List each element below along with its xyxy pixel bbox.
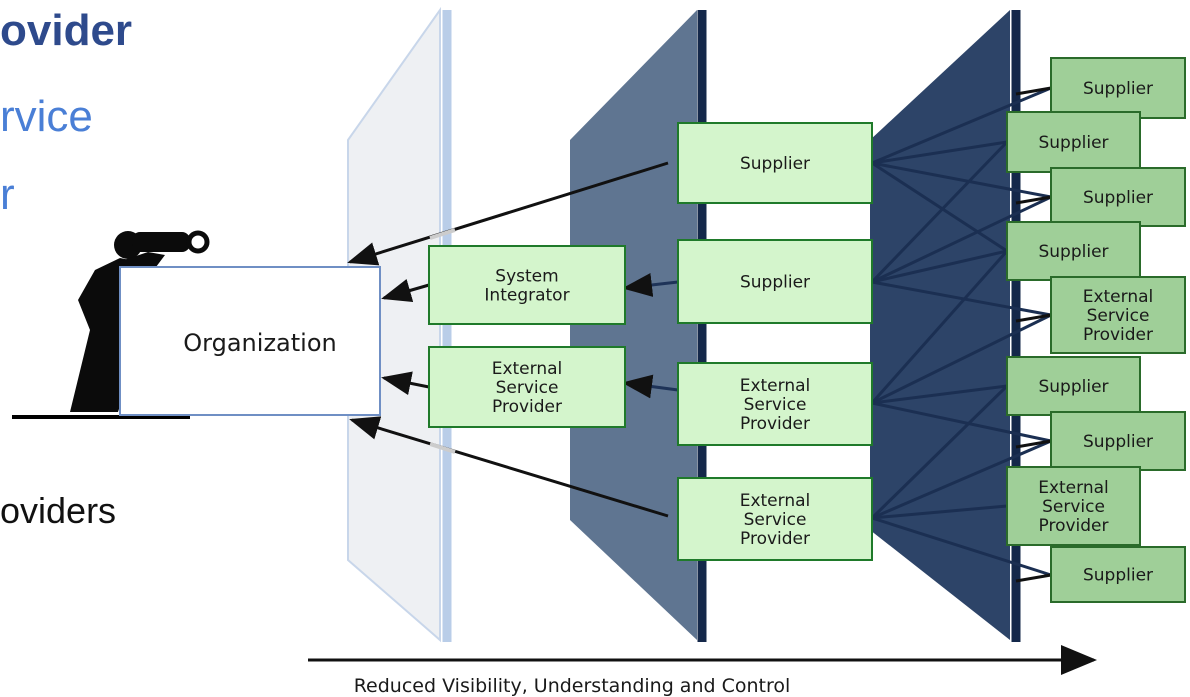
tier2-box-4-text: Provider <box>740 529 810 549</box>
tier3-box-8-text: External <box>1038 478 1109 498</box>
axis-label: Reduced Visibility, Understanding and Co… <box>354 675 791 697</box>
slide-heading-line2: rvice <box>0 92 93 141</box>
tier3-box-7: Supplier <box>1050 411 1186 471</box>
tier1-box-2-text: Service <box>496 378 559 398</box>
tier3-box-3-text: Supplier <box>1083 188 1153 208</box>
tier1-box-1-text: System <box>495 267 558 287</box>
tier2-box-4-text: Service <box>744 510 807 530</box>
slide-heading-line3: r <box>0 170 15 219</box>
tier2-box-3-text: Service <box>744 395 807 415</box>
tier2-box-3-text: External <box>740 376 811 396</box>
organization-label: Organization <box>183 329 336 357</box>
tier1-box-2-text: Provider <box>492 397 562 417</box>
tier3-box-8-text: Provider <box>1039 516 1109 536</box>
tier2-box-2-text: Supplier <box>740 273 810 293</box>
plane-light <box>347 6 452 643</box>
tier3-box-4: Supplier <box>1006 221 1141 281</box>
tier3-box-8-text: Service <box>1042 497 1105 517</box>
tier1-box-2-text: External <box>492 359 563 379</box>
plane-dark <box>870 10 1021 642</box>
tier3-box-4-text: Supplier <box>1038 242 1108 262</box>
organization-box: Organization <box>119 266 381 416</box>
tier3-box-1: Supplier <box>1050 57 1186 119</box>
tier2-box-1-text: Supplier <box>740 154 810 174</box>
tier2-box-4-text: External <box>740 491 811 511</box>
tier3-box-2: Supplier <box>1006 111 1141 173</box>
connector-lines <box>347 86 1052 583</box>
tier3-box-6: Supplier <box>1006 356 1141 416</box>
tier2-box-2: Supplier <box>677 239 873 324</box>
diagram-boxes: SystemIntegratorExternalServiceProviderS… <box>428 57 1186 603</box>
tier2-box-1: Supplier <box>677 122 873 204</box>
tier3-box-5-text: External <box>1083 287 1154 307</box>
slide-heading-line1: ovider <box>0 6 133 55</box>
tier2-box-3-text: Provider <box>740 414 810 434</box>
tier3-box-2-text: Supplier <box>1038 133 1108 153</box>
tier3-box-5-text: Provider <box>1083 325 1153 345</box>
slide-body-line: oviders <box>0 490 117 531</box>
tier3-box-9: Supplier <box>1050 546 1186 603</box>
tier3-box-7-text: Supplier <box>1083 432 1153 452</box>
tier3-box-1-text: Supplier <box>1083 79 1153 99</box>
visibility-axis: Reduced Visibility, Understanding and Co… <box>308 645 1097 697</box>
tier3-box-9-text: Supplier <box>1083 566 1153 586</box>
tier3-box-5-text: Service <box>1087 306 1150 326</box>
tier3-box-3: Supplier <box>1050 167 1186 227</box>
tier1-box-1-text: Integrator <box>484 286 569 306</box>
tier3-box-6-text: Supplier <box>1038 377 1108 397</box>
